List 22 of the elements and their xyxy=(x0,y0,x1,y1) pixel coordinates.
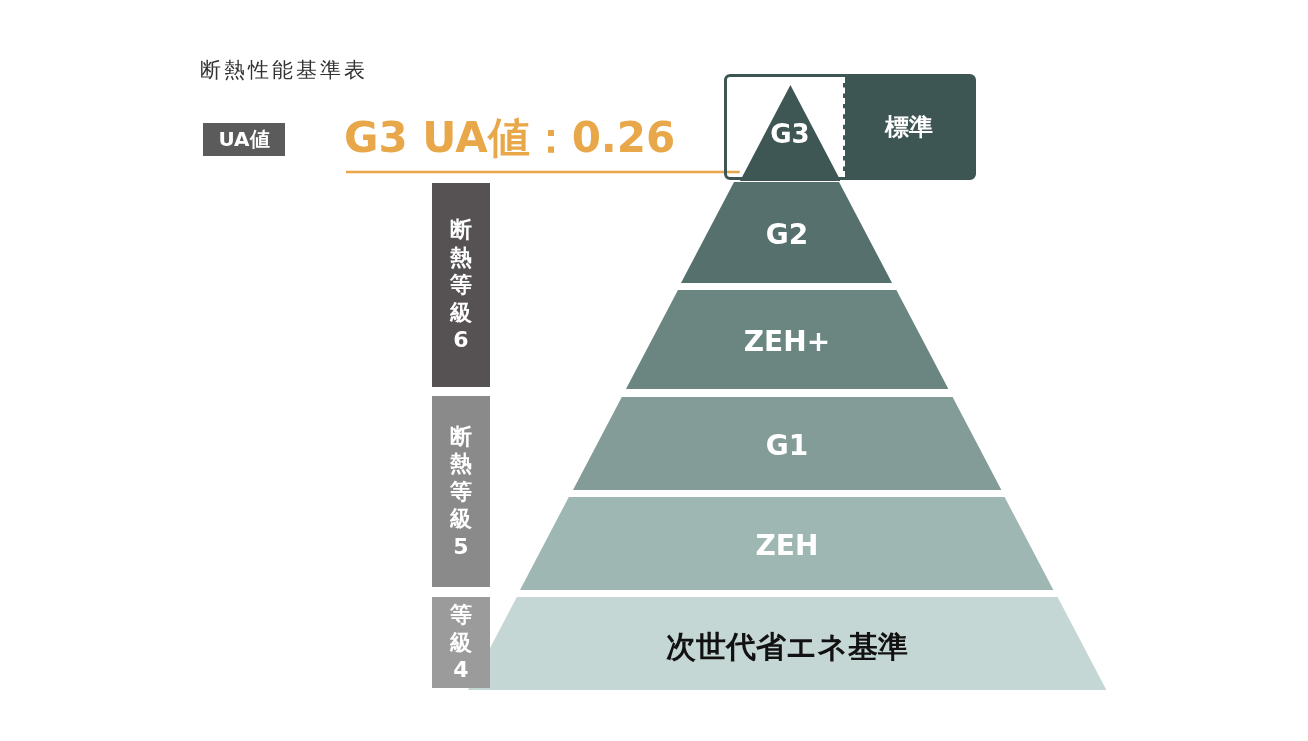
ua-value-text: G3 UA値：0.26 xyxy=(344,110,674,166)
pyramid-tier xyxy=(625,290,949,389)
title-text: 断熱性能基準表 xyxy=(200,57,368,84)
highlight-frame xyxy=(724,74,976,180)
grade-bar xyxy=(432,597,490,688)
grade-label: 断熱等級5 xyxy=(449,422,473,561)
grade-label: 等級4 xyxy=(449,601,473,684)
tier-label: ZEH xyxy=(755,528,819,562)
pyramid-tier xyxy=(572,397,1002,490)
tier-label: G3 xyxy=(770,119,810,150)
tier-label: 次世代省エネ基準 xyxy=(666,628,908,667)
panel-label: 標準 xyxy=(885,112,933,143)
grade-bar xyxy=(432,183,490,387)
leader-line xyxy=(346,170,740,174)
tier-label: G1 xyxy=(765,428,809,462)
ua-badge: UA値 xyxy=(203,123,285,156)
pyramid-tier xyxy=(681,182,893,283)
tier-label: ZEH+ xyxy=(743,324,831,358)
grade-bar xyxy=(432,396,490,587)
tier-label: G2 xyxy=(765,217,809,251)
grade-label: 断熱等級6 xyxy=(449,216,473,354)
pyramid-tier xyxy=(520,497,1054,590)
